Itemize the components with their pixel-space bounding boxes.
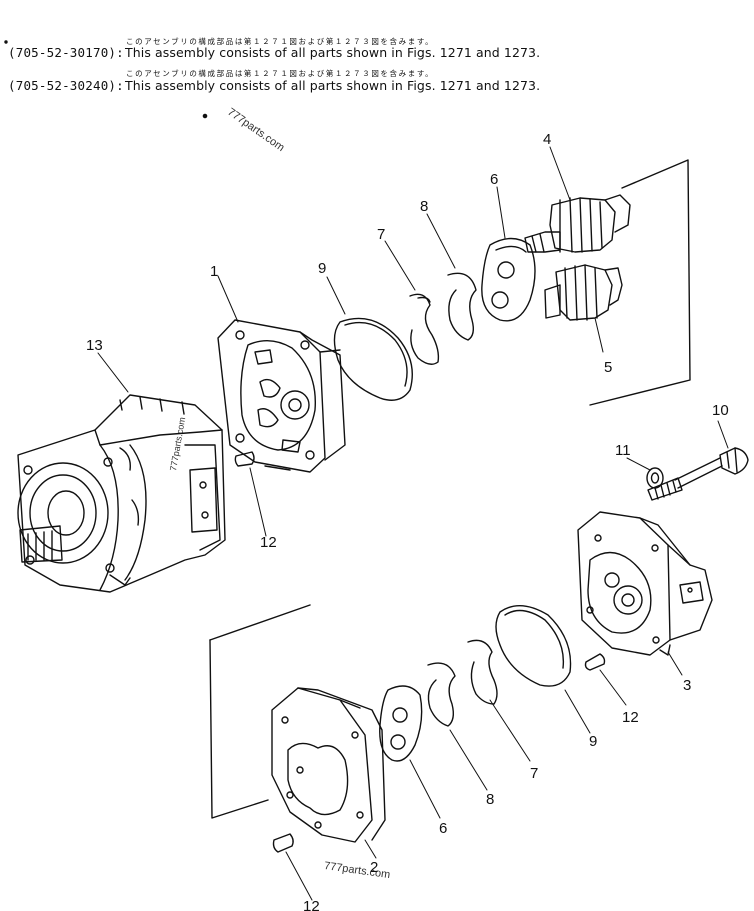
callout-6-upper: 6 — [490, 171, 498, 188]
callout-13: 13 — [86, 337, 103, 354]
callout-6-lower: 6 — [439, 820, 447, 837]
rear-cover-3 — [577, 511, 713, 656]
callout-1: 1 — [210, 263, 218, 280]
gear-housing-2 — [271, 687, 386, 843]
callout-5: 5 — [604, 359, 612, 376]
callout-labels: 1 2 3 4 5 6 6 7 7 8 8 9 9 10 11 12 12 12… — [86, 131, 729, 911]
bolt-10 — [647, 447, 749, 501]
assembly-description-2: This assembly consists of all parts show… — [125, 78, 541, 93]
callout-8-upper: 8 — [420, 198, 428, 215]
seal-8-upper — [447, 272, 477, 341]
lower-group-bracket-left — [209, 639, 269, 819]
callout-11: 11 — [615, 442, 631, 459]
callout-8-lower: 8 — [486, 791, 494, 808]
wear-plate-6-lower — [379, 685, 423, 762]
wear-plate-6-upper — [481, 237, 536, 322]
leader-lines — [97, 146, 729, 901]
assembly-description-1: This assembly consists of all parts show… — [125, 45, 541, 60]
dowel-pin-12-lower — [272, 833, 294, 853]
callout-7-upper: 7 — [377, 226, 385, 243]
callout-9-upper: 9 — [318, 260, 326, 277]
seal-8-lower — [427, 662, 456, 727]
callout-3: 3 — [683, 677, 691, 694]
callout-12-upper: 12 — [260, 534, 277, 551]
backup-ring-7-lower — [467, 639, 498, 705]
lower-group-bracket-top — [209, 604, 311, 641]
flange-cover-1 — [217, 319, 346, 473]
part-number-2: (705-52-30240): — [8, 78, 124, 93]
dowel-pin-12-upper — [234, 451, 255, 467]
backup-ring-7-upper — [409, 293, 440, 365]
callout-12-lower: 12 — [303, 898, 320, 911]
japanese-note-2: このアセンブリの構成部品は第１２７１図および第１２７３図を含みます。 — [126, 69, 435, 78]
callout-7-lower: 7 — [530, 765, 538, 782]
japanese-note-1: このアセンブリの構成部品は第１２７１図および第１２７３図を含みます。 — [126, 37, 435, 46]
driven-gear-5 — [544, 264, 623, 321]
part-number-1: (705-52-30170): — [8, 45, 124, 60]
washer-11 — [646, 467, 664, 489]
assembly-note-header: このアセンブリの構成部品は第１２７１図および第１２７３図を含みます。 (705-… — [0, 0, 754, 100]
callout-4: 4 — [543, 131, 551, 148]
o-ring-9-lower — [495, 605, 572, 687]
dowel-pin-12-right — [584, 653, 606, 671]
o-ring-9-upper — [333, 317, 413, 401]
callout-12-right: 12 — [622, 709, 639, 726]
callout-2: 2 — [370, 859, 378, 876]
callout-10: 10 — [712, 402, 729, 419]
callout-9-lower: 9 — [589, 733, 597, 750]
pump-body-13 — [17, 394, 226, 593]
gear-group-bracket — [589, 159, 691, 406]
drive-gear-4 — [524, 194, 631, 253]
